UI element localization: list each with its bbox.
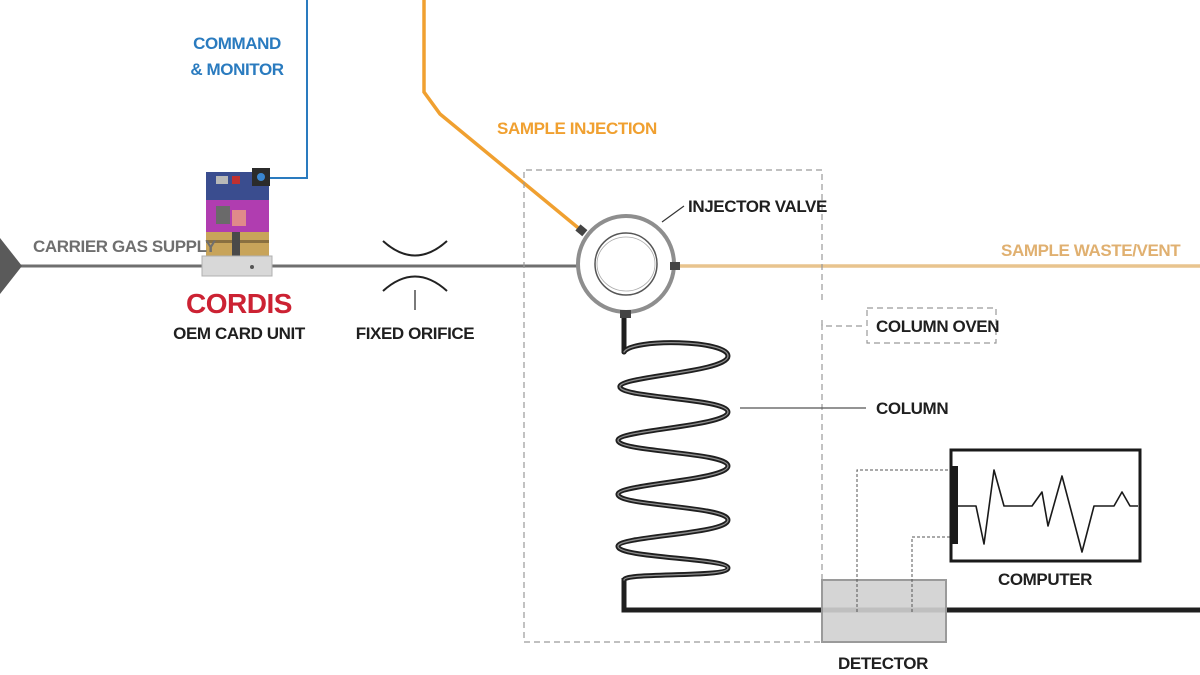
detector-label: DETECTOR xyxy=(838,654,928,673)
sample-injection-label: SAMPLE INJECTION xyxy=(497,119,657,138)
injector-valve-leader xyxy=(661,205,685,223)
detector-block xyxy=(821,579,947,643)
column-oven-leader xyxy=(821,320,866,327)
column-oven-outline xyxy=(523,169,823,643)
rotary-valve-icon xyxy=(575,214,680,318)
command-monitor-line xyxy=(262,0,308,179)
sample-waste-vent-label: SAMPLE WASTE/VENT xyxy=(1001,241,1181,260)
circuit-board-icon xyxy=(201,168,273,277)
computer-monitor xyxy=(949,448,1142,563)
waveform-icon xyxy=(958,469,1138,553)
orifice-symbol-icon xyxy=(382,240,448,310)
coil-icon xyxy=(615,309,731,583)
column-oven-label: COLUMN OVEN xyxy=(876,317,999,336)
column-outlet-line xyxy=(621,578,1200,613)
brand-logo: CORDIS xyxy=(186,288,292,319)
detector-signal-lead-1 xyxy=(856,469,952,612)
triangle-right-icon xyxy=(0,238,22,294)
injector-valve-label: INJECTOR VALVE xyxy=(688,197,827,216)
column-label: COLUMN xyxy=(876,399,948,418)
oem-card-unit-label: OEM CARD UNIT xyxy=(173,324,306,343)
fixed-orifice-label: FIXED ORIFICE xyxy=(356,324,475,343)
computer-label: COMPUTER xyxy=(998,570,1092,589)
command-monitor-label-line1: COMMAND xyxy=(193,34,281,53)
column-oven-label-box xyxy=(866,307,997,344)
command-monitor-label-line2: & MONITOR xyxy=(190,60,283,79)
carrier-gas-supply-label: CARRIER GAS SUPPLY xyxy=(33,237,217,256)
sample-injection-line xyxy=(422,0,584,233)
detector-signal-lead-2 xyxy=(911,536,952,612)
